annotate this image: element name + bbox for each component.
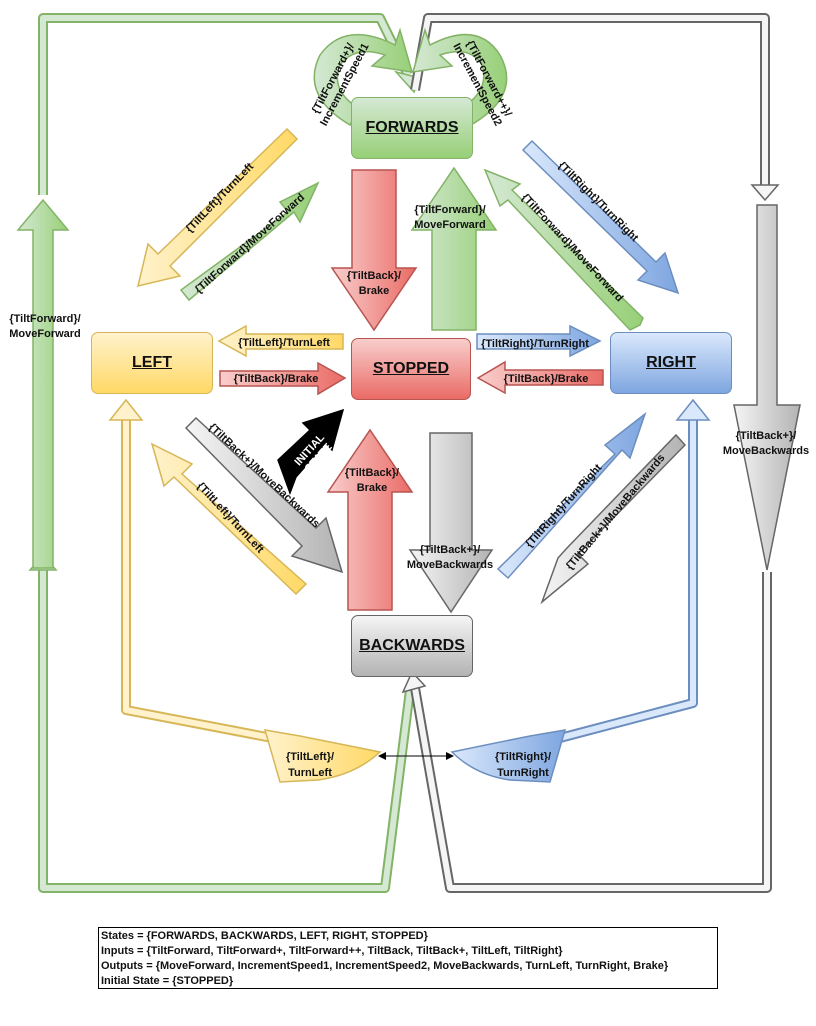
label-right-brake: {TiltBack}/Brake [504,373,589,385]
state-right: RIGHT [610,332,732,394]
label-stop-moveforward: {TiltForward}/MoveForward [414,204,486,231]
state-forwards-label: FORWARDS [365,119,459,136]
legend-inputs: Inputs = {TiltForward, TiltForward+, Til… [101,945,563,957]
arrow-stopped-to-fwd [410,166,498,331]
arrow-left-to-back [184,416,344,574]
arrow-initial-state [277,408,345,496]
arrow-stopped-to-back [408,432,494,614]
arrow-left-to-stopped [219,361,347,396]
arrow-fwd-to-left [136,127,299,288]
legend-outputs: Outputs = {MoveForward, IncrementSpeed1,… [101,960,669,972]
state-backwards-label: BACKWARDS [359,637,465,654]
arrow-back-to-stopped [326,428,414,611]
state-backwards: BACKWARDS [351,615,473,677]
arrow-left-to-fwd [179,181,320,302]
label-bottom-turnleft: {TiltLeft}/TurnLeft [286,751,334,779]
arrow-back-to-right [496,411,647,580]
legend-states: States = {FORWARDS, BACKWARDS, LEFT, RIG… [101,930,428,942]
self-loop-increment2 [411,27,508,127]
bottom-yellow-loop [108,398,382,783]
bottom-blue-loop [450,398,711,783]
label-stop-movebackwards: {TiltBack+}/MoveBackwards [407,544,493,571]
state-left-label: LEFT [132,354,172,371]
arrow-stopped-to-right [476,324,602,358]
arrow-right-to-stopped [476,360,604,395]
legend-initial: Initial State = {STOPPED} [101,975,234,987]
state-right-label: RIGHT [646,354,696,371]
bottom-connector-arrow [378,752,454,760]
state-forwards: FORWARDS [351,97,473,159]
label-outer-left-moveforward: {TiltForward}/MoveForward [9,313,81,340]
label-back-brake: {TiltBack}/Brake [345,467,399,494]
state-stopped: STOPPED [351,338,471,400]
label-fwd-turnright: {TiltRight}/TurnRight [556,160,641,245]
arrow-stopped-to-left [217,324,344,358]
label-left-brake: {TiltBack}/Brake [234,373,319,385]
state-stopped-label: STOPPED [372,360,450,377]
label-bottom-turnright: {TiltRight}/TurnRight [495,751,551,779]
self-loop-increment1 [313,27,414,127]
arrow-back-to-left [150,442,308,596]
label-right-movebackwards: {TiltBack+}/MoveBackwards [564,452,668,572]
state-left: LEFT [91,332,213,394]
label-outer-right-movebackwards: {TiltBack+}/MoveBackwards [723,430,809,457]
label-fwd-brake: {TiltBack}/Brake [347,270,401,297]
arrow-right-to-back [540,433,687,605]
label-stop-turnright: {TiltRight}/TurnRight [481,338,589,350]
label-fwd-turnleft: {TiltLeft}/TurnLeft [184,160,257,235]
label-stop-turnleft: {TiltLeft}/TurnLeft [238,337,330,349]
arrow-right-to-fwd [483,168,644,331]
arrow-fwd-to-stopped [330,169,418,332]
legend-box: States = {FORWARDS, BACKWARDS, LEFT, RIG… [98,927,718,989]
arrow-fwd-to-right [521,139,680,295]
